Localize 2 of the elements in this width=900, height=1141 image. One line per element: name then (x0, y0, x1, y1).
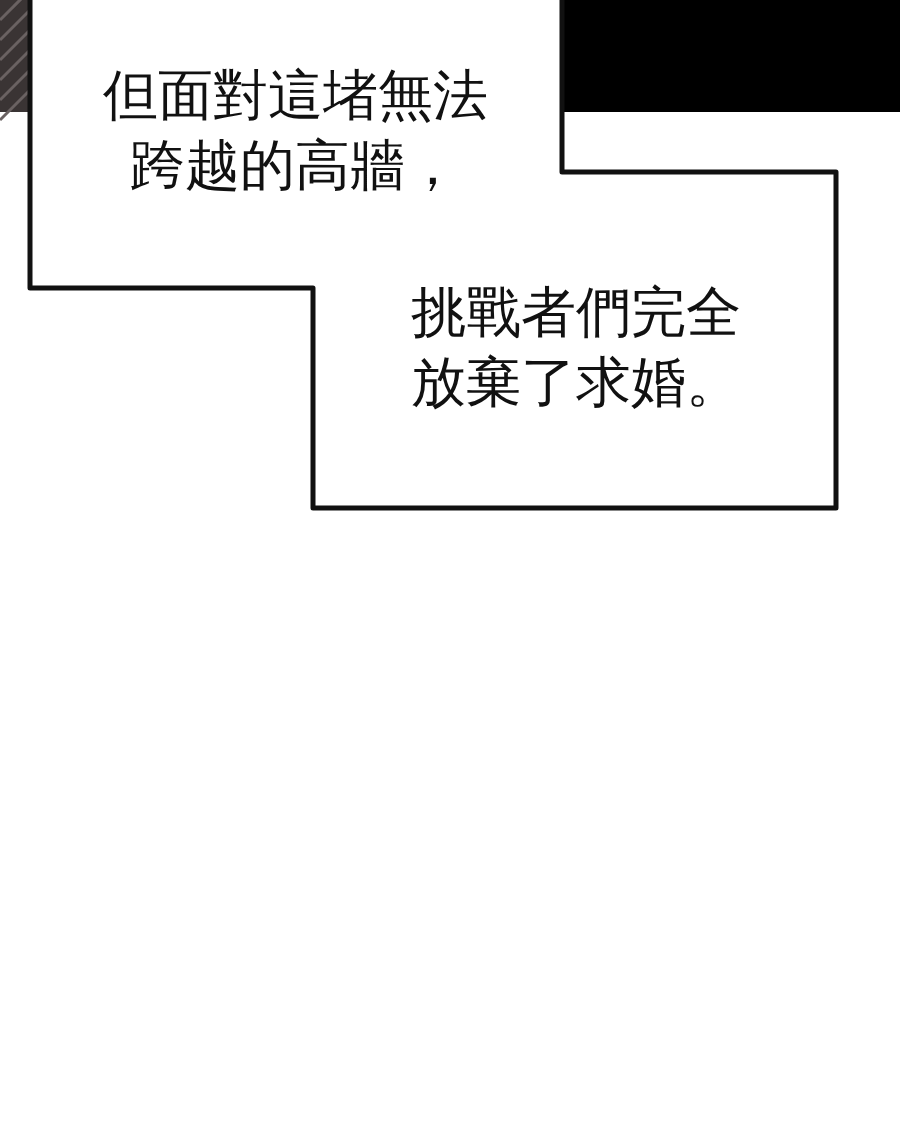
caption-text: 但面對這堵無法跨越的高牆， (101, 62, 489, 199)
caption-text: 挑戰者們完全放棄了求婚。 (409, 279, 742, 416)
